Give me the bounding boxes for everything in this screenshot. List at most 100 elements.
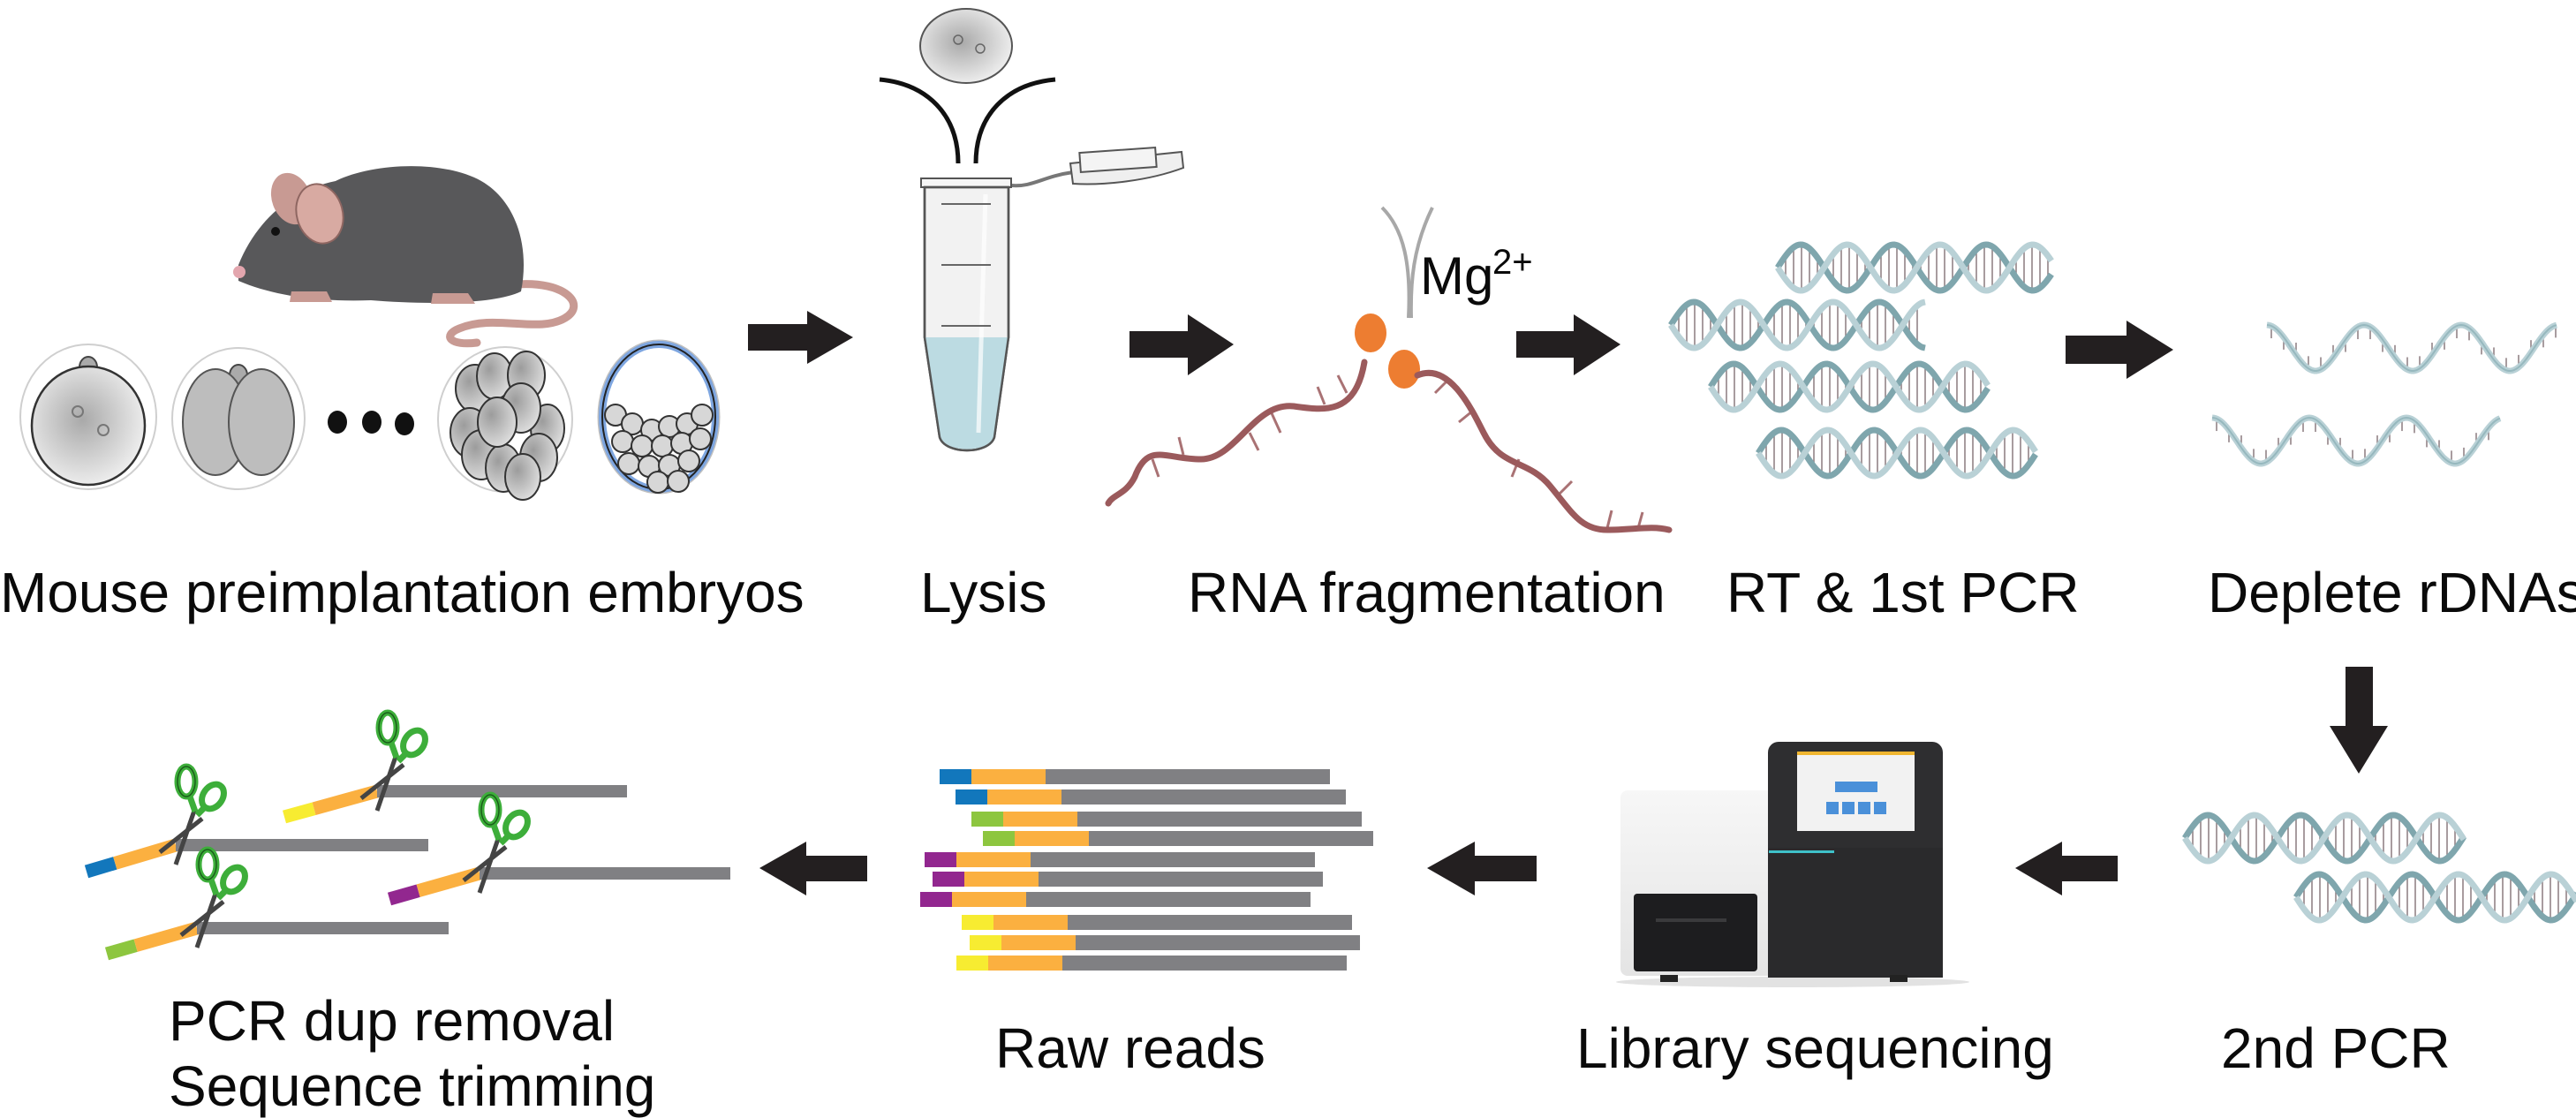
strand <box>1708 360 1991 413</box>
arrow-right-icon <box>1129 314 1234 375</box>
step-embryos: Mouse preimplantation embryos <box>0 166 805 624</box>
adapter-segment <box>1003 812 1077 827</box>
arrow-left-icon <box>759 842 867 895</box>
ssdna-group <box>2211 321 2557 467</box>
raw-reads-icon <box>920 769 1373 971</box>
label-lysis: Lysis <box>920 561 1046 624</box>
insert-segment <box>1031 852 1315 867</box>
read <box>970 935 1360 950</box>
backbone <box>2266 321 2557 374</box>
dsdna-group <box>1668 241 2054 480</box>
ellipsis-dots <box>328 411 414 435</box>
insert-segment <box>1046 769 1330 784</box>
read <box>933 872 1323 887</box>
dsdna-helix <box>2293 871 2576 924</box>
barcode-segment <box>970 935 1001 950</box>
mg-label: Mg <box>1420 246 1493 306</box>
insert-segment <box>480 867 730 880</box>
trimmed-read <box>104 846 449 961</box>
trimmed-read <box>283 709 627 824</box>
strand <box>2182 812 2466 865</box>
adapter-segment <box>993 915 1068 930</box>
insert-segment <box>1076 935 1360 950</box>
read <box>962 915 1352 930</box>
arrow-right-icon <box>748 311 853 364</box>
arrow-right-icon <box>1516 314 1620 375</box>
strand <box>1668 298 1926 351</box>
insert-segment <box>197 922 449 934</box>
insert-segment <box>176 839 428 851</box>
scissors-icon <box>359 709 428 812</box>
adapter-segment <box>987 789 1061 805</box>
step-rt-pcr1: RT & 1st PCR <box>1668 241 2080 624</box>
embryo-2cell <box>171 347 306 490</box>
dsdna-helix <box>1668 298 1926 351</box>
embryo-blastocyst <box>597 339 721 495</box>
label-trimming: Sequence trimming <box>169 1054 655 1118</box>
ssdna-strand <box>2211 414 2502 467</box>
ssdna-strand <box>2266 321 2557 374</box>
read <box>971 812 1362 827</box>
barcode-segment <box>971 812 1003 827</box>
insert-segment <box>1077 812 1362 827</box>
arrow-down-icon <box>2330 667 2388 774</box>
label-raw-reads: Raw reads <box>995 1016 1265 1080</box>
insert-segment <box>1062 956 1347 971</box>
scissors-icon <box>462 791 531 894</box>
barcode-segment <box>956 956 988 971</box>
insert-segment <box>1039 872 1323 887</box>
rna-bases <box>1151 374 1644 529</box>
lysis-burst-lines <box>879 77 1056 164</box>
strand <box>2293 871 2576 924</box>
read <box>940 769 1330 784</box>
trimmed-read <box>84 763 428 879</box>
barcode-segment <box>962 915 993 930</box>
barcode-segment <box>933 872 964 887</box>
step-pcr2: 2nd PCR <box>2182 812 2576 1080</box>
read <box>920 892 1311 907</box>
label-deplete: Deplete rDNAs <box>2208 561 2576 624</box>
arrow-left-icon <box>1427 842 1537 895</box>
step-fragmentation: Mg 2+ RNA fragmentation <box>1105 206 1673 624</box>
barcode-segment <box>983 831 1015 846</box>
label-fragmentation: RNA fragmentation <box>1188 561 1666 624</box>
barcode-segment <box>84 857 117 879</box>
mg-charge-label: 2+ <box>1492 243 1533 282</box>
arrow-right-icon <box>2066 321 2173 379</box>
adapter-segment <box>988 956 1062 971</box>
backbone <box>2211 414 2502 467</box>
step-processing: PCR dup removal Sequence trimming <box>84 709 730 1118</box>
insert-segment <box>1068 915 1352 930</box>
step-lysis: Lysis <box>879 8 1185 624</box>
label-dup-removal: PCR dup removal <box>169 989 615 1053</box>
insert-segment <box>1026 892 1311 907</box>
adapter-segment <box>971 769 1046 784</box>
step-raw-reads: Raw reads <box>920 769 1373 1080</box>
barcode-segment <box>956 789 987 805</box>
step-sequencing: Library sequencing <box>1576 742 2054 1080</box>
label-sequencing: Library sequencing <box>1576 1016 2054 1080</box>
ion-trails <box>1380 206 1434 319</box>
label-pcr2: 2nd PCR <box>2221 1016 2451 1080</box>
read <box>983 831 1373 846</box>
barcode-segment <box>925 852 956 867</box>
arrows <box>748 311 2388 895</box>
barcode-segment <box>104 939 138 961</box>
barcode-segment <box>920 892 952 907</box>
adapter-segment <box>964 872 1039 887</box>
embryo-zygote <box>19 344 157 490</box>
barcode-segment <box>283 802 316 824</box>
dsdna-group <box>2182 812 2576 924</box>
mg-ion-icon <box>1388 350 1420 389</box>
rna-strand-icon <box>1105 359 1673 533</box>
adapter-segment <box>1001 935 1076 950</box>
mouse-icon <box>233 166 578 348</box>
trimmed-reads-icon <box>84 709 730 961</box>
dsdna-helix <box>2182 812 2466 865</box>
label-embryos: Mouse preimplantation embryos <box>0 561 805 624</box>
insert-segment <box>377 785 627 797</box>
dsdna-helix <box>1708 360 1991 413</box>
dsdna-helix <box>1756 427 2038 480</box>
adapter-segment <box>952 892 1026 907</box>
